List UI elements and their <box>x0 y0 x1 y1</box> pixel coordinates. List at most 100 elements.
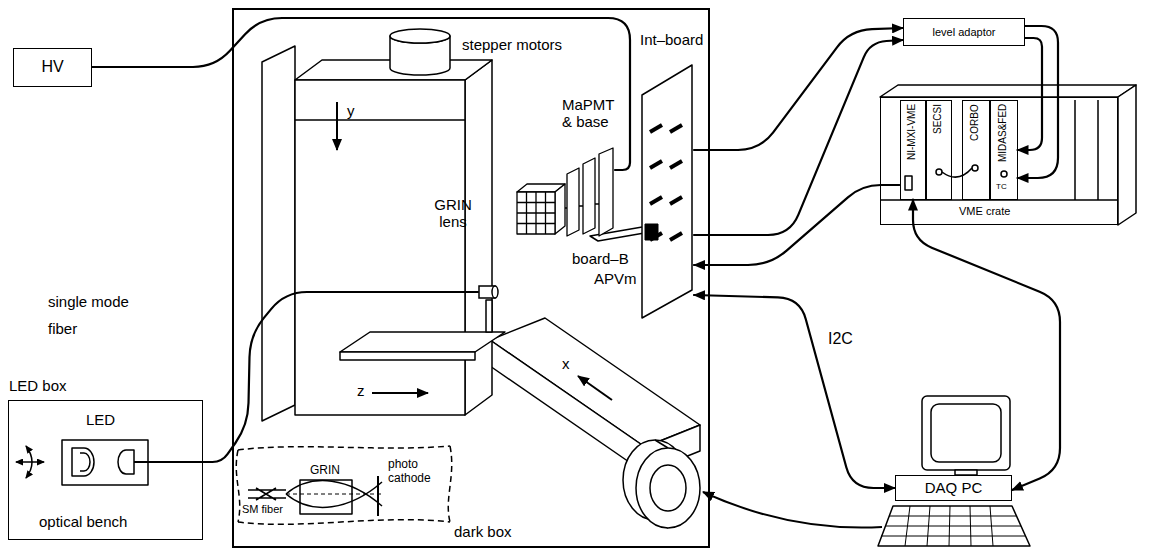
edge-label: single mode fiber <box>48 288 143 342</box>
computer <box>878 396 1030 546</box>
inset-sketch <box>238 520 450 525</box>
connector <box>1018 38 1043 150</box>
vme-crate-body <box>880 100 1118 200</box>
dark-box: dark box GRIN lens MaPMT & base Int–board <box>232 8 710 548</box>
y-stage <box>390 29 450 43</box>
node-text: VME crate <box>959 205 1010 218</box>
y-stage <box>295 119 465 121</box>
part-label: z <box>357 382 365 399</box>
node-text: dark box <box>454 523 512 540</box>
vme-crate-body <box>880 85 1136 97</box>
mapmt-base-shape <box>555 184 565 234</box>
vme-module: NI-MXI-VME <box>900 100 926 200</box>
part-label: stepper motors <box>462 36 562 53</box>
part-label: TC <box>996 182 1007 191</box>
node-text: MIDAS&FED <box>997 103 1009 161</box>
int-board: Int–board <box>640 62 694 320</box>
int-board-shape <box>642 65 692 318</box>
node-text: level adaptor <box>933 26 996 39</box>
node-text: MaPMT & base <box>562 96 618 131</box>
int-board-shape <box>670 125 682 132</box>
node-text: GRIN lens <box>428 196 478 231</box>
mapmt-base-shape <box>583 158 595 234</box>
int-board-shape <box>645 224 658 240</box>
computer <box>881 506 1025 546</box>
mapmt-base: MaPMT & base <box>515 148 615 245</box>
part-label: APVm <box>594 270 637 287</box>
node-text: CORBO <box>969 104 981 141</box>
grin-lens-shape <box>478 284 500 300</box>
int-board-shape <box>670 197 682 204</box>
led-assembly <box>16 461 44 463</box>
part-label: board–B <box>572 250 629 267</box>
node-text: optical bench <box>39 513 127 530</box>
edge-label: I2C <box>828 330 853 348</box>
int-board-shape <box>642 65 692 318</box>
x-stage <box>490 340 645 473</box>
axis-arrow <box>372 392 428 394</box>
vme-module: CORBO <box>962 100 990 200</box>
connector <box>694 295 895 488</box>
vme-crate-body <box>1118 85 1136 225</box>
connector <box>913 200 1060 491</box>
int-board-shape <box>650 197 662 204</box>
led-assembly <box>16 440 203 485</box>
illustration <box>16 29 1136 546</box>
int-board-shape <box>670 161 682 168</box>
vme-crate-body <box>972 165 978 171</box>
inset-sketch <box>448 446 451 522</box>
inset-sketch <box>286 482 382 507</box>
led-assembly <box>80 453 90 471</box>
y-stage <box>262 46 295 421</box>
node-text: DAQ PC <box>925 479 983 496</box>
node-text: HV <box>41 58 63 76</box>
motor-control-line <box>703 492 882 528</box>
vme-crate-body <box>905 176 912 190</box>
computer <box>922 396 1010 470</box>
inset-sketch <box>238 446 450 450</box>
part-label: GRIN <box>310 464 340 478</box>
inset-sketch <box>248 488 286 500</box>
axis-arrow <box>336 102 338 150</box>
int-board-shape <box>640 62 694 320</box>
y-stage <box>340 352 475 360</box>
connector <box>1018 26 1059 178</box>
vme-crate-body <box>936 169 942 175</box>
led-box: LED boxLEDoptical bench <box>8 400 203 540</box>
int-board-shape <box>670 233 682 240</box>
part-label: SM fiber <box>242 503 283 516</box>
node-text: Int–board <box>640 31 703 48</box>
int-board-shape <box>650 125 662 132</box>
inset-sketch <box>377 476 379 516</box>
axis-arrow <box>578 376 612 400</box>
y-stage <box>465 60 492 415</box>
mapmt-base-shape <box>517 148 613 236</box>
level-adaptor: level adaptor <box>903 18 1025 46</box>
inset-sketch <box>236 446 451 524</box>
mapmt-base-shape <box>567 168 579 236</box>
computer-base: DAQ PC <box>895 475 1012 501</box>
node-text: SECSI <box>932 103 944 133</box>
x-stage <box>650 465 686 511</box>
node-text: LED box <box>9 377 67 394</box>
y-stage <box>295 80 465 415</box>
y-stage <box>340 332 505 352</box>
vme-crate-body <box>942 168 972 177</box>
vme-crate-body <box>1001 171 1007 177</box>
hv-box: HV <box>13 48 92 87</box>
vme-crate-body <box>880 85 1136 225</box>
node-text: LED <box>86 411 115 428</box>
x-stage <box>490 318 700 528</box>
grin-lens: GRIN lens <box>478 284 500 300</box>
mapmt-base-shape <box>515 148 615 245</box>
y-stage <box>262 29 505 421</box>
part-label: photo cathode <box>388 458 440 486</box>
computer <box>878 506 1030 546</box>
connector <box>694 40 903 235</box>
connector <box>694 185 900 265</box>
x-stage <box>636 448 700 528</box>
connector <box>203 292 478 462</box>
